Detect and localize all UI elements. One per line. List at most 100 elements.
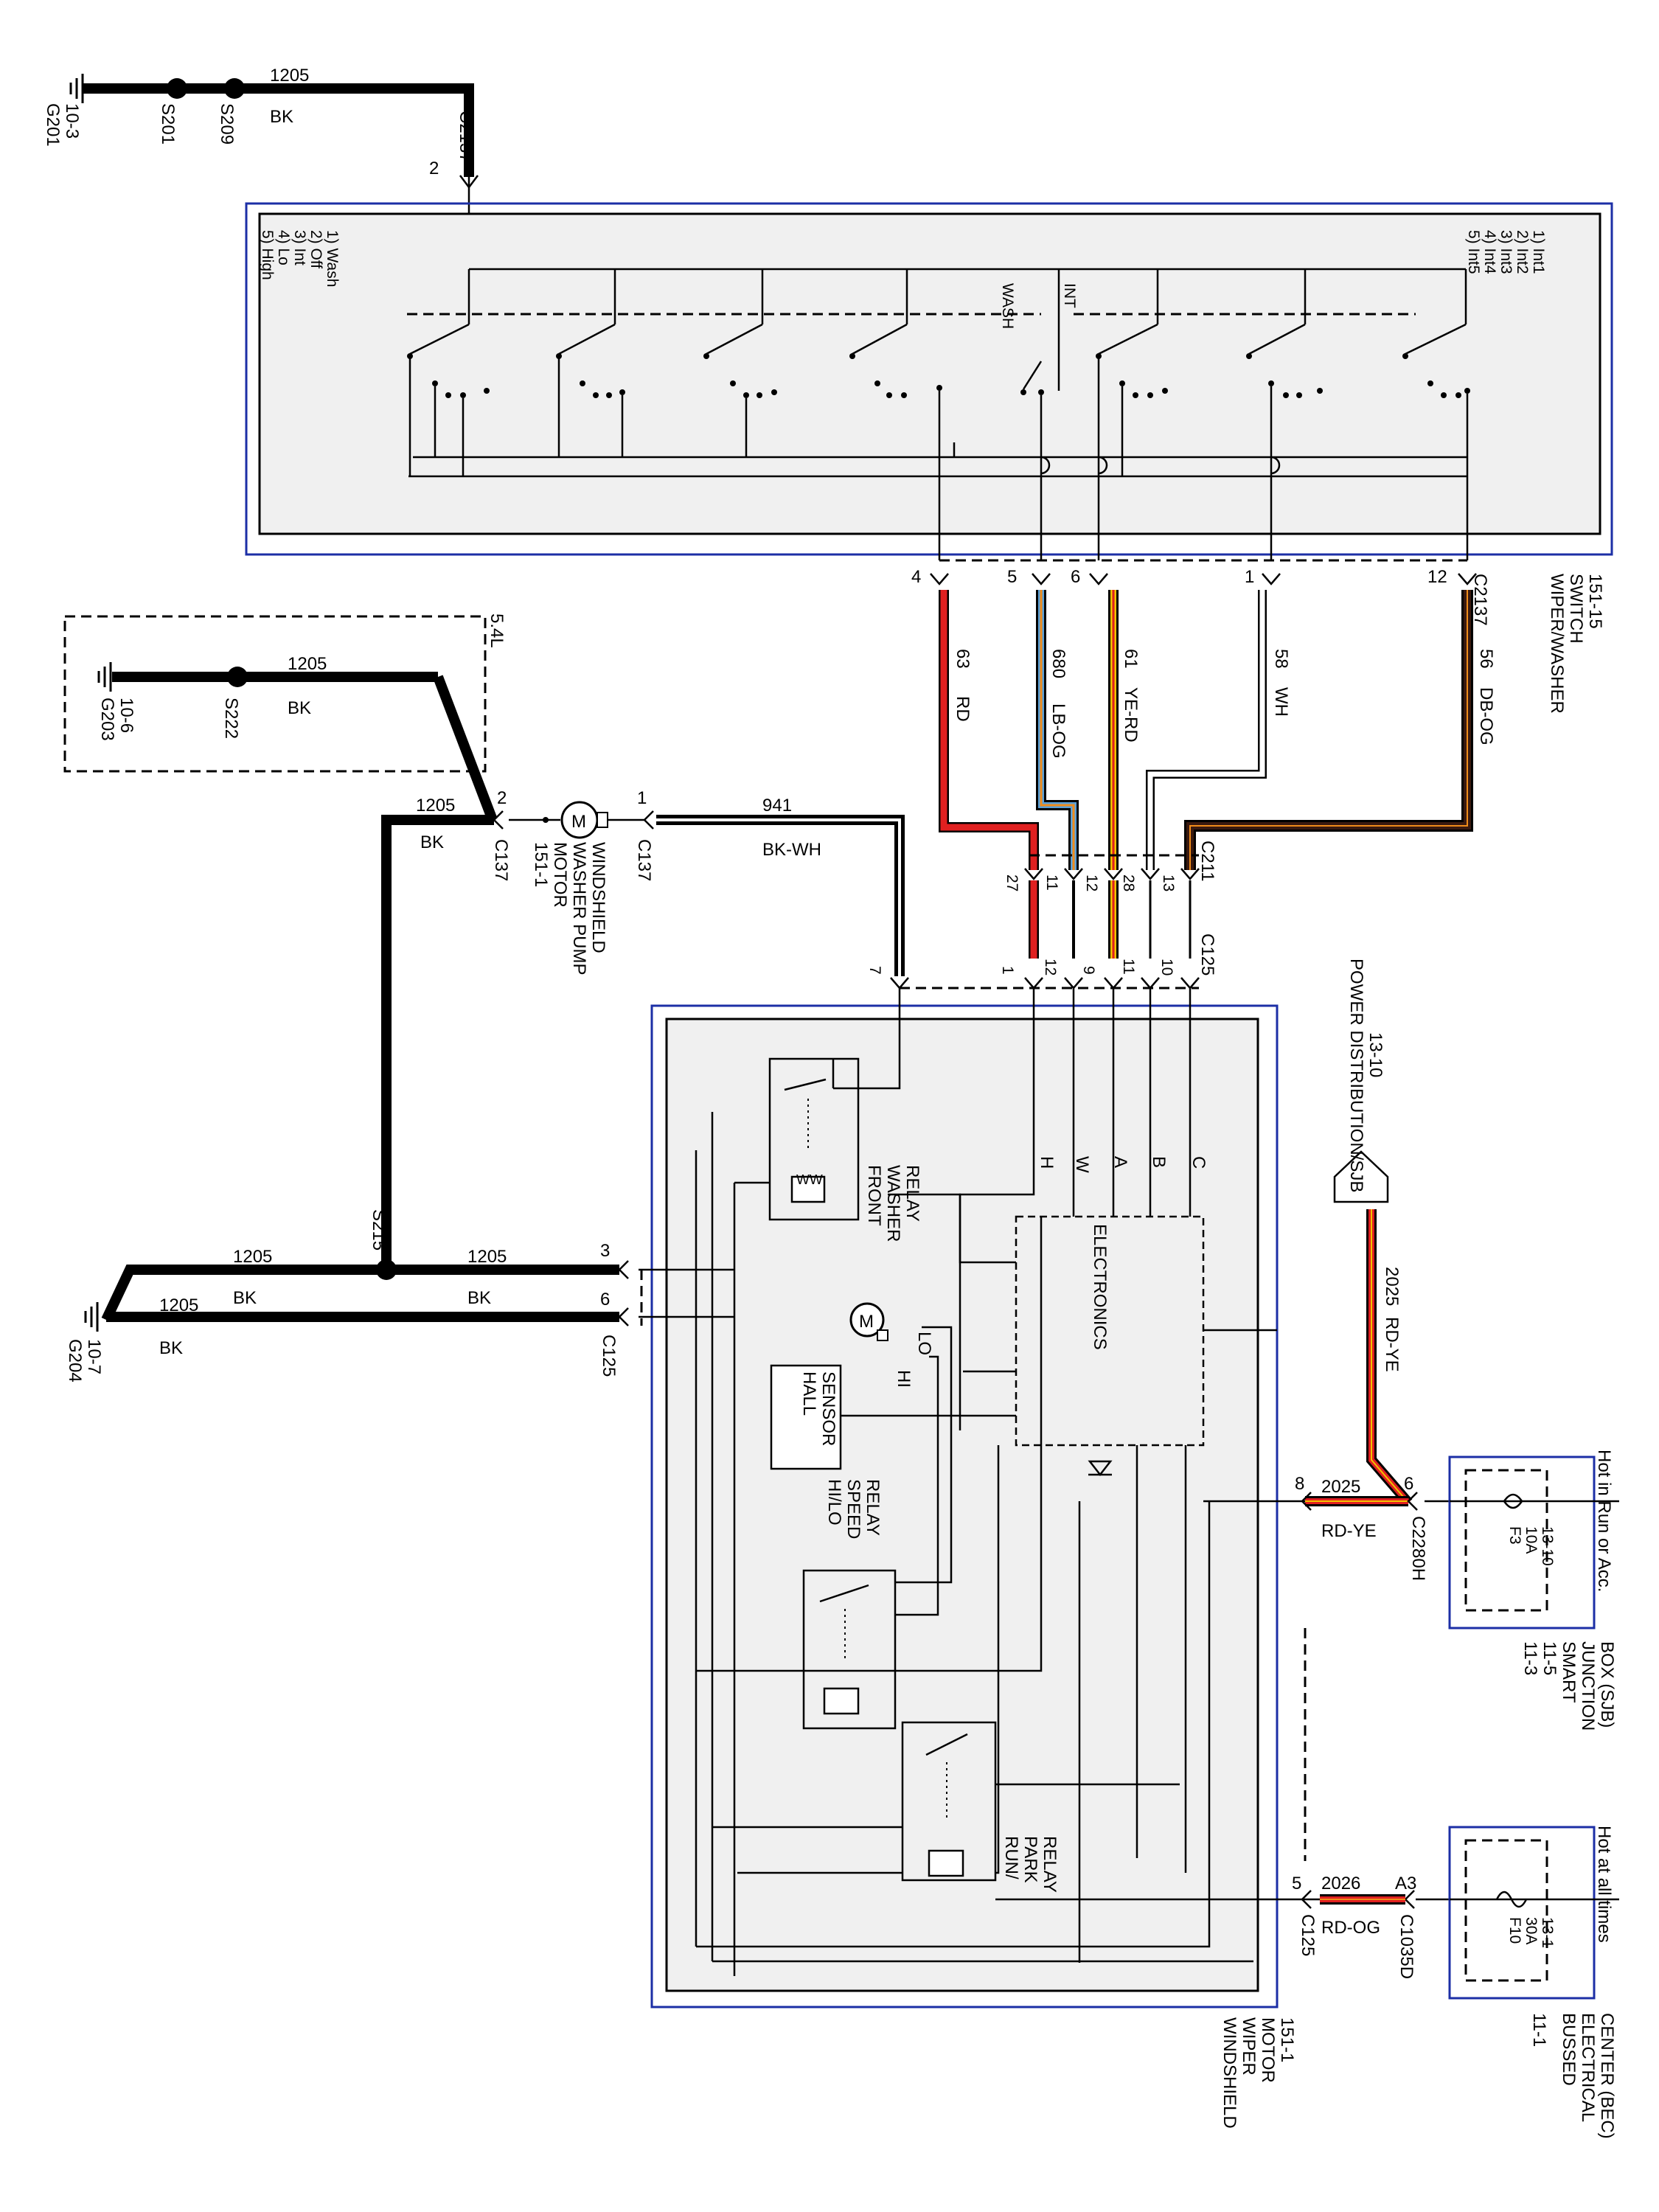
washer-pump-name-3: MOTOR xyxy=(550,842,570,908)
pin-c2280h-6: 6 xyxy=(1404,1474,1413,1494)
splice-s201-dot xyxy=(167,78,187,99)
hilo-speed-relay xyxy=(802,1569,897,1730)
wiper-motor-name-1: WINDSHIELD xyxy=(1220,2017,1239,2129)
hilo-label-3: RELAY xyxy=(863,1479,883,1536)
terminal-h: H xyxy=(1037,1156,1057,1169)
pin-c125-1: 1 xyxy=(999,966,1016,975)
switch-pos-left-1: 5) High xyxy=(259,230,276,280)
washer-pump-name-1: WINDSHIELD xyxy=(588,842,608,953)
wire-2026-circuit: 2026 xyxy=(1321,1874,1360,1893)
wire-1205-circuit-4: 1205 xyxy=(233,1247,272,1267)
bec-page: 13-1 xyxy=(1539,1917,1556,1948)
wire-56-color: DB-OG xyxy=(1476,687,1496,745)
washer-pump-row: 1205 BK M 2 1 C137 C137 151-1 MOTOR WASH… xyxy=(381,788,905,1270)
pin-c211-28: 28 xyxy=(1120,874,1137,891)
ground-g204-label: G204 xyxy=(65,1339,85,1382)
wire-61-color: YE-RD xyxy=(1121,687,1141,742)
wire-1205-color-4: BK xyxy=(233,1288,257,1308)
wiper-motor-name-2: WIPER xyxy=(1239,2017,1259,2076)
wire-1205-color-2: BK xyxy=(288,698,311,718)
switch-pos-right-3: 3) Int3 xyxy=(1498,230,1514,274)
switch-pole-8 xyxy=(1402,323,1470,560)
c211-arrows-icon xyxy=(1024,868,1200,880)
switch-pos-right-4: 4) Int4 xyxy=(1481,230,1498,274)
bec-fuse: F10 xyxy=(1506,1917,1523,1944)
switch-pole-1 xyxy=(407,323,490,476)
electronics-label: ELECTRONICS xyxy=(1090,1224,1110,1350)
washer-pump-name-2: WASHER PUMP xyxy=(569,842,589,975)
connector-c137-right: C137 xyxy=(634,839,654,881)
splice-s215-label: S215 xyxy=(369,1209,389,1251)
wire-58-circuit: 58 xyxy=(1271,649,1291,669)
engine-option-label: 5.4L xyxy=(487,613,507,648)
wire-1205-circuit: 1205 xyxy=(270,66,309,86)
terminal-c: C xyxy=(1189,1156,1208,1169)
splice-s209-label: S209 xyxy=(217,103,237,145)
wire-58-color: WH xyxy=(1271,687,1291,717)
switch-pos-right-5: 5) Int5 xyxy=(1465,230,1482,274)
pin-c2137-5: 5 xyxy=(1007,567,1017,587)
pin-c2137-6: 6 xyxy=(1071,567,1080,587)
pin-c125-3: 3 xyxy=(600,1241,610,1261)
switch-pole-int xyxy=(1096,323,1168,560)
pin-c1035d-a3: A3 xyxy=(1395,1874,1416,1893)
ground-symbol-icon xyxy=(84,1302,99,1332)
svg-text:M: M xyxy=(571,812,586,832)
pin-c2280h-8: 8 xyxy=(1295,1474,1304,1494)
connector-c2137-label: C2137 xyxy=(1470,574,1490,626)
harness-wires: 63 RD 680 LB-OG 61 YE-RD 58 WH 56 DB-OG xyxy=(939,590,1496,870)
pin-c211-12: 12 xyxy=(1083,874,1100,891)
wire-63-color: RD xyxy=(953,696,973,722)
sjb-amps: 10A xyxy=(1523,1526,1540,1554)
bussed-electrical-center: F10 30A 13-1 Hot at all times BUSSED ELE… xyxy=(1448,1826,1619,2139)
wiper-motor-page: 151-1 xyxy=(1277,2017,1297,2062)
pin-c125-12: 12 xyxy=(1042,959,1059,975)
fwr-label-3: RELAY xyxy=(902,1165,922,1222)
bec-name-3: CENTER (BEC) xyxy=(1597,2013,1617,2139)
bec-page-1: 11-1 xyxy=(1529,2013,1549,2047)
connector-c125-bec-label: C125 xyxy=(1298,1914,1318,1956)
c125-arrows-icon xyxy=(890,977,1200,990)
pin-c211-11: 11 xyxy=(1043,874,1060,891)
pin-c2137-4: 4 xyxy=(911,567,921,587)
connector-c2280h-label: C2280H xyxy=(1408,1516,1428,1581)
terminal-w: W xyxy=(1072,1156,1092,1173)
sjb-page: 13-10 xyxy=(1539,1526,1556,1566)
runpark-label-1: RUN/ xyxy=(1001,1836,1021,1879)
sjb-name-3: BOX (SJB) xyxy=(1597,1641,1617,1728)
pin-c211-27: 27 xyxy=(1004,874,1020,891)
connector-c211: 27 11 12 28 13 C211 xyxy=(1004,841,1217,891)
pin-c125-5: 5 xyxy=(1292,1874,1301,1893)
wire-2025-circuit-2: 2025 xyxy=(1321,1477,1360,1497)
pin-c137-1: 1 xyxy=(637,788,647,808)
ground-g203-page: 10-6 xyxy=(116,698,136,733)
switch-pos-left-3: 3) Int xyxy=(291,230,308,265)
splice-s222-label: S222 xyxy=(221,698,241,739)
pin-c125-6: 6 xyxy=(600,1290,610,1310)
switch-pos-right-1: 1) Int1 xyxy=(1530,230,1547,274)
diode-icon xyxy=(1088,1460,1113,1477)
relay-coil-icon xyxy=(928,1849,964,1877)
ground-g201-circuit: G201 10-3 S201 S209 1205 BK C2137 2 xyxy=(43,66,479,269)
connector-c137-left: C137 xyxy=(491,839,511,881)
engine-option-box: 5.4L G203 10-6 S222 1205 BK xyxy=(63,613,507,822)
switch-pole-4 xyxy=(849,323,942,560)
pin-c137-2: 2 xyxy=(497,788,507,808)
wire-1205-circuit-5: 1205 xyxy=(467,1247,507,1267)
pin-c125-7: 7 xyxy=(866,966,883,975)
bec-feed: 2026 RD-OG 5 A3 C125 C1035D xyxy=(1290,1628,1450,1979)
wire-1205-circuit-2: 1205 xyxy=(288,654,327,674)
wire-2026-color: RD-OG xyxy=(1321,1918,1380,1938)
switch-pos-left-5: 1) Wash xyxy=(324,230,341,287)
runpark-label-2: PARK xyxy=(1020,1836,1040,1883)
hall-label-2: SENSOR xyxy=(818,1371,838,1446)
connector-c211-label: C211 xyxy=(1197,841,1217,882)
motor-lo: LO xyxy=(914,1332,934,1355)
splice-s201-label: S201 xyxy=(158,103,178,145)
relay-coil-icon xyxy=(823,1687,860,1715)
switch-pole-2 xyxy=(556,323,625,457)
bec-name-1: BUSSED xyxy=(1559,2013,1579,2086)
pin-c211-13: 13 xyxy=(1160,874,1177,891)
pin-c2137-12: 12 xyxy=(1427,567,1447,587)
switch-title-2: SWITCH xyxy=(1566,574,1586,644)
